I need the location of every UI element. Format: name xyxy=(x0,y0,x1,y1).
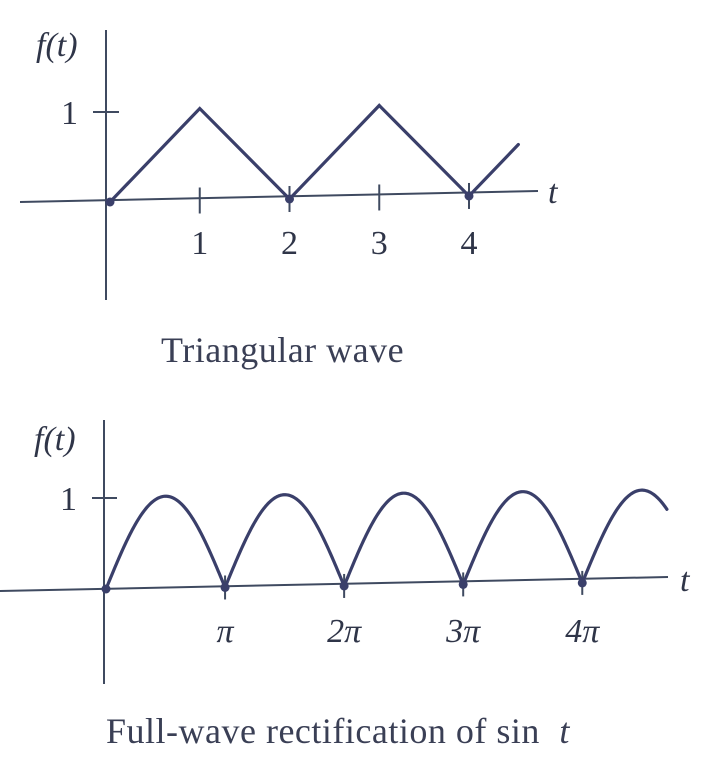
tri-xtick-label-3: 3 xyxy=(371,225,388,262)
tri-marker-2 xyxy=(285,194,294,204)
triangular-wave-line xyxy=(108,103,520,204)
tri-x-axis xyxy=(19,190,539,203)
rect-ytick-label-1: 1 xyxy=(60,481,77,518)
tri-y-axis-label: f(t) xyxy=(36,27,78,64)
triangular-caption: Triangular wave xyxy=(161,330,404,370)
tri-x-axis-label: t xyxy=(548,174,559,211)
rect-xtick-label-2: 2π xyxy=(327,613,362,650)
rectified-caption: Full-wave rectification of sin t xyxy=(106,711,570,751)
tri-xtick-label-4: 4 xyxy=(461,225,478,262)
tri-xtick-label-2: 2 xyxy=(281,225,298,262)
rect-markers xyxy=(101,578,587,594)
rect-x-axis-label: t xyxy=(680,562,691,599)
rect-xtick-label-4: 4π xyxy=(565,613,600,650)
tri-ytick-label-1: 1 xyxy=(61,95,78,132)
rectified-caption-variable: t xyxy=(559,711,570,751)
rect-marker-3 xyxy=(339,581,349,591)
triangular-panel: 1 f(t) t 1 2 3 4 Triangular wave xyxy=(19,27,559,370)
rectified-panel: 1 f(t) t π 2π 3π 4π Full-wave rectification… xyxy=(0,420,691,751)
rect-marker-2 xyxy=(220,582,230,592)
rect-marker-1 xyxy=(101,584,111,594)
rect-y-axis-label: f(t) xyxy=(34,421,76,458)
rect-marker-5 xyxy=(577,578,587,588)
tri-markers xyxy=(105,191,474,207)
tri-marker-3 xyxy=(464,191,474,201)
rect-x-axis xyxy=(0,576,669,592)
tri-xtick-label-1: 1 xyxy=(191,225,208,262)
rect-marker-4 xyxy=(458,579,468,589)
rectified-caption-text: Full-wave rectification of sin xyxy=(106,711,540,751)
rectified-sine-line xyxy=(104,488,669,591)
rect-xtick-label-1: π xyxy=(217,613,235,650)
rect-xtick-label-3: 3π xyxy=(445,613,481,650)
tri-marker-1 xyxy=(105,197,115,207)
